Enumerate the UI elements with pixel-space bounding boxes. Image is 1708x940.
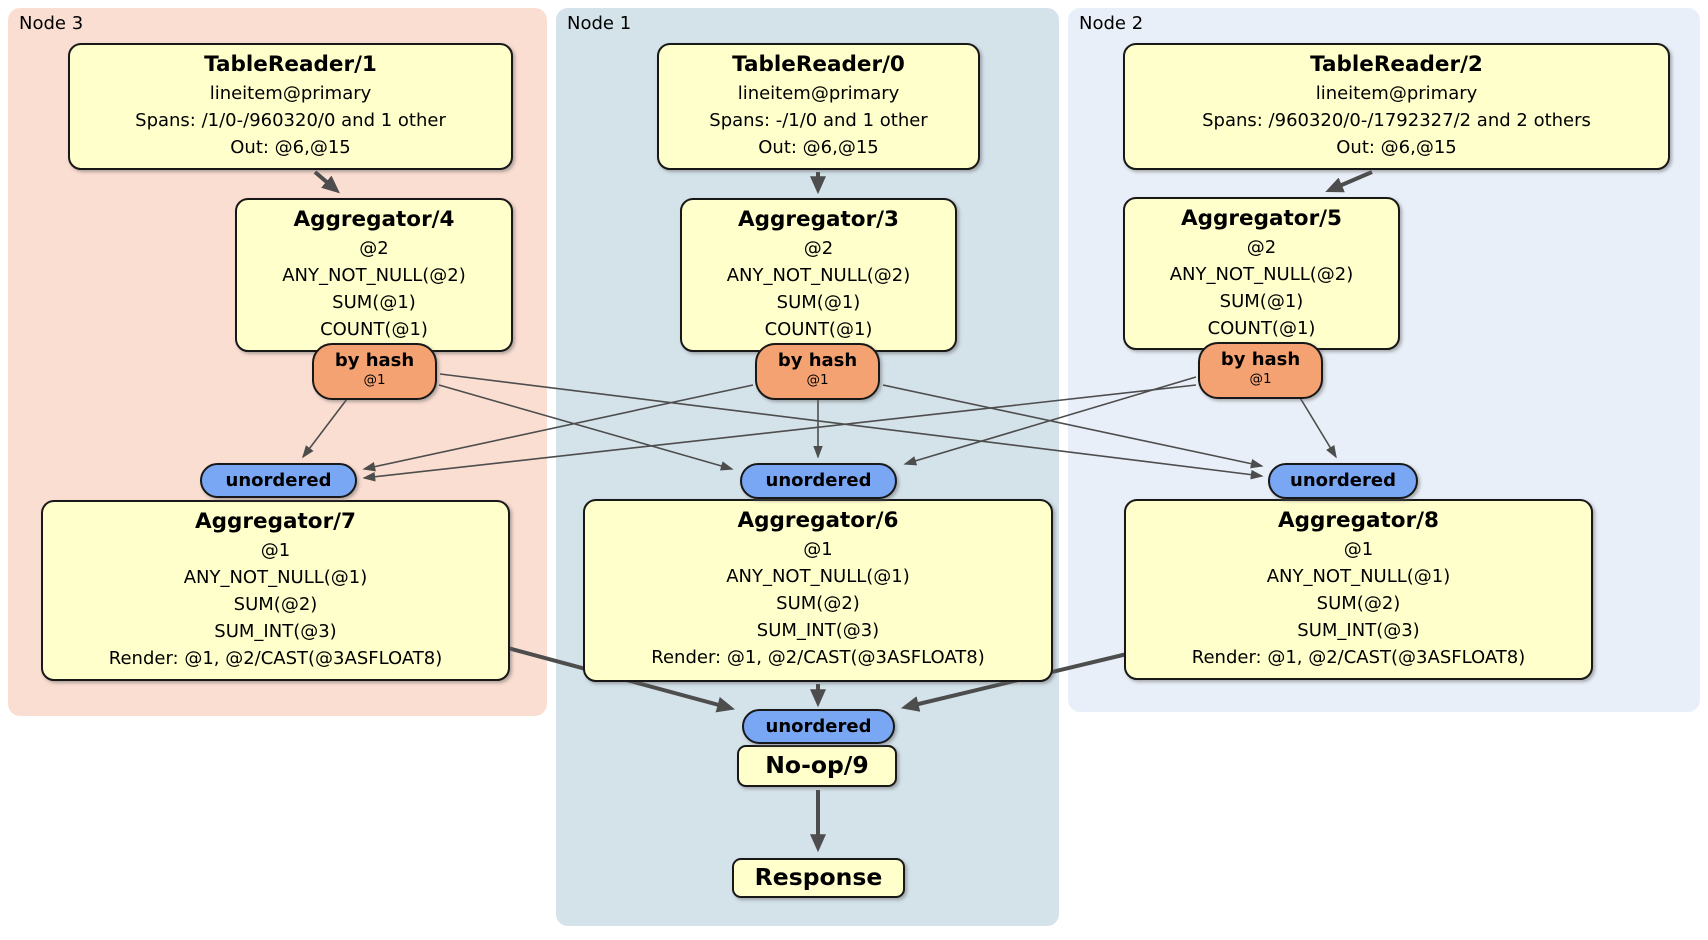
aggregator-3-node: Aggregator/3 @2 ANY_NOT_NULL(@2) SUM(@1)…: [680, 198, 957, 352]
noop-9-title: No-op/9: [765, 751, 869, 780]
aggregator-6-fn-2: SUM(@2): [776, 593, 860, 614]
aggregator-5-fn-2: SUM(@1): [1219, 291, 1304, 312]
by-hash-columns: @1: [363, 372, 386, 388]
by-hash-router-node3: by hash @1: [312, 343, 437, 400]
tablereader-1-out: Out: @6,@15: [230, 137, 351, 158]
tablereader-0-node: TableReader/0 lineitem@primary Spans: -/…: [657, 43, 980, 170]
aggregator-4-fn-3: COUNT(@1): [320, 319, 428, 340]
aggregator-8-fn-1: ANY_NOT_NULL(@1): [1266, 566, 1451, 587]
unordered-sync-node3: unordered: [200, 463, 357, 498]
response-title: Response: [754, 863, 883, 892]
tablereader-2-out: Out: @6,@15: [1336, 137, 1457, 158]
tablereader-1-spans: Spans: /1/0-/960320/0 and 1 other: [135, 110, 446, 131]
by-hash-label: by hash: [334, 350, 415, 371]
unordered-label: unordered: [765, 470, 872, 491]
aggregator-4-fn-2: SUM(@1): [332, 292, 416, 313]
aggregator-3-group: @2: [803, 238, 834, 259]
unordered-label: unordered: [1290, 470, 1396, 491]
by-hash-router-node1: by hash @1: [755, 343, 880, 400]
aggregator-6-node: Aggregator/6 @1 ANY_NOT_NULL(@1) SUM(@2)…: [583, 499, 1053, 682]
aggregator-7-fn-1: ANY_NOT_NULL(@1): [183, 567, 368, 588]
node2-region-label: Node 2: [1079, 13, 1144, 34]
aggregator-7-group: @1: [260, 540, 291, 561]
noop-9-node: No-op/9: [737, 745, 897, 787]
by-hash-columns: @1: [806, 372, 829, 388]
aggregator-7-fn-2: SUM(@2): [233, 594, 318, 615]
aggregator-7-fn-3: SUM_INT(@3): [214, 621, 337, 642]
aggregator-6-fn-3: SUM_INT(@3): [756, 620, 880, 641]
aggregator-8-fn-2: SUM(@2): [1316, 593, 1401, 614]
tablereader-0-index: lineitem@primary: [737, 83, 900, 104]
by-hash-label: by hash: [777, 350, 858, 371]
aggregator-6-fn-1: ANY_NOT_NULL(@1): [726, 566, 910, 587]
aggregator-6-group: @1: [803, 539, 833, 560]
unordered-label: unordered: [225, 470, 332, 491]
by-hash-label: by hash: [1220, 349, 1301, 370]
aggregator-6-title: Aggregator/6: [737, 508, 899, 533]
aggregator-5-fn-3: COUNT(@1): [1207, 318, 1316, 339]
aggregator-8-fn-3: SUM_INT(@3): [1297, 620, 1420, 641]
tablereader-2-title: TableReader/2: [1310, 52, 1483, 77]
aggregator-7-title: Aggregator/7: [195, 509, 356, 534]
unordered-sync-node1: unordered: [740, 463, 897, 499]
unordered-sync-node2: unordered: [1268, 463, 1418, 499]
aggregator-8-render: Render: @1, @2/CAST(@3ASFLOAT8): [1191, 647, 1526, 668]
aggregator-4-title: Aggregator/4: [293, 207, 455, 232]
aggregator-8-node: Aggregator/8 @1 ANY_NOT_NULL(@1) SUM(@2)…: [1124, 499, 1593, 680]
tablereader-0-out: Out: @6,@15: [758, 137, 879, 158]
aggregator-3-fn-1: ANY_NOT_NULL(@2): [726, 265, 911, 286]
unordered-sync-final: unordered: [742, 709, 895, 744]
aggregator-3-title: Aggregator/3: [738, 207, 899, 232]
aggregator-6-render: Render: @1, @2/CAST(@3ASFLOAT8): [651, 647, 985, 668]
aggregator-4-node: Aggregator/4 @2 ANY_NOT_NULL(@2) SUM(@1)…: [235, 198, 513, 352]
tablereader-0-title: TableReader/0: [732, 52, 905, 77]
aggregator-3-fn-2: SUM(@1): [776, 292, 861, 313]
tablereader-2-spans: Spans: /960320/0-/1792327/2 and 2 others: [1202, 110, 1591, 131]
tablereader-0-spans: Spans: -/1/0 and 1 other: [709, 110, 928, 131]
aggregator-4-group: @2: [359, 238, 389, 259]
tablereader-2-node: TableReader/2 lineitem@primary Spans: /9…: [1123, 43, 1670, 170]
aggregator-3-fn-3: COUNT(@1): [764, 319, 873, 340]
by-hash-router-node2: by hash @1: [1198, 342, 1323, 399]
aggregator-5-title: Aggregator/5: [1181, 206, 1342, 231]
aggregator-5-node: Aggregator/5 @2 ANY_NOT_NULL(@2) SUM(@1)…: [1123, 197, 1400, 350]
aggregator-5-group: @2: [1246, 237, 1277, 258]
tablereader-1-node: TableReader/1 lineitem@primary Spans: /1…: [68, 43, 513, 170]
aggregator-7-render: Render: @1, @2/CAST(@3ASFLOAT8): [108, 648, 443, 669]
response-node: Response: [732, 858, 905, 898]
aggregator-4-fn-1: ANY_NOT_NULL(@2): [282, 265, 466, 286]
node3-region-label: Node 3: [19, 13, 84, 34]
tablereader-2-index: lineitem@primary: [1315, 83, 1478, 104]
aggregator-7-node: Aggregator/7 @1 ANY_NOT_NULL(@1) SUM(@2)…: [41, 500, 510, 681]
unordered-label: unordered: [765, 716, 872, 737]
aggregator-8-title: Aggregator/8: [1278, 508, 1439, 533]
node1-region-label: Node 1: [567, 13, 632, 34]
tablereader-1-title: TableReader/1: [204, 52, 377, 77]
tablereader-1-index: lineitem@primary: [209, 83, 372, 104]
aggregator-8-group: @1: [1343, 539, 1374, 560]
by-hash-columns: @1: [1249, 371, 1272, 387]
aggregator-5-fn-1: ANY_NOT_NULL(@2): [1169, 264, 1354, 285]
